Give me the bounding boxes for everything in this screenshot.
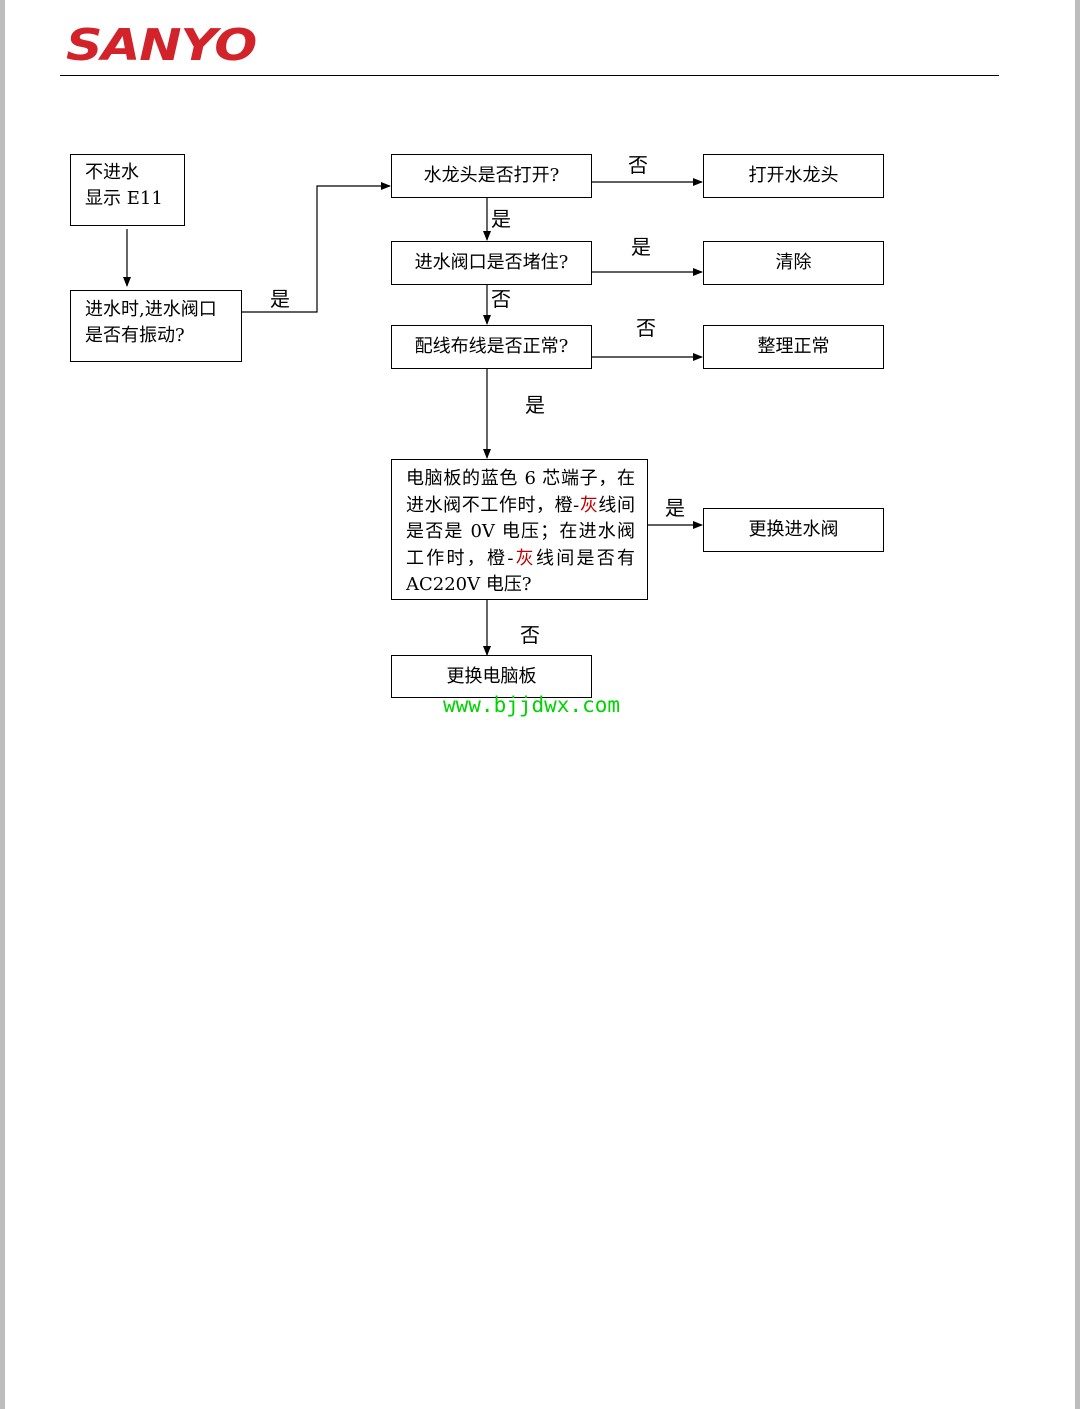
watermark-url: www.bjjdwx.com xyxy=(443,693,621,717)
board-question-gray-2: 灰 xyxy=(513,547,536,569)
label-board-yes: 是 xyxy=(665,496,685,520)
wiring-question-text: 配线布线是否正常? xyxy=(414,336,569,357)
wiring-question-box: 配线布线是否正常? xyxy=(391,325,592,369)
fix-wiring-box: 整理正常 xyxy=(703,325,884,369)
tap-question-text: 水龙头是否打开? xyxy=(423,165,560,186)
open-tap-box: 打开水龙头 xyxy=(703,154,884,198)
clear-text: 清除 xyxy=(775,252,812,273)
valve-question-box: 进水阀口是否堵住? xyxy=(391,241,592,285)
board-question-part1: 电脑板的蓝色 6 芯端子，在进水阀不工作时，橙- xyxy=(406,468,635,516)
board-question-part2: 线间是否是 0V 电压；在进水阀工作时，橙- xyxy=(406,494,635,569)
label-vibrate-yes: 是 xyxy=(270,287,290,311)
replace-board-text: 更换电脑板 xyxy=(446,665,537,687)
label-valve-no: 否 xyxy=(491,287,511,311)
open-tap-text: 打开水龙头 xyxy=(748,165,839,186)
label-tap-no: 否 xyxy=(628,153,648,177)
board-question-box: 电脑板的蓝色 6 芯端子，在进水阀不工作时，橙-灰线间是否是 0V 电压；在进水… xyxy=(391,459,648,600)
fix-wiring-text: 整理正常 xyxy=(757,336,830,357)
label-wiring-no: 否 xyxy=(636,316,656,340)
board-question-part3: 线间是否有 AC220V 电压? xyxy=(406,547,635,596)
label-board-no: 否 xyxy=(520,623,540,647)
arrow-vibrate-to-tap xyxy=(241,182,391,313)
header-rule xyxy=(60,75,999,76)
clear-box: 清除 xyxy=(703,241,884,285)
sanyo-logo: SANYO xyxy=(66,20,257,71)
page-frame-left xyxy=(0,0,5,1409)
label-wiring-yes: 是 xyxy=(525,393,545,417)
start-text: 不进水 显示 E11 xyxy=(85,162,163,209)
vibrate-question-box: 进水时,进水阀口 是否有振动? xyxy=(70,290,242,362)
start-box: 不进水 显示 E11 xyxy=(70,154,185,226)
replace-board-box: 更换电脑板 xyxy=(391,655,592,698)
replace-valve-text: 更换进水阀 xyxy=(748,519,839,540)
vibrate-question-text: 进水时,进水阀口 是否有振动? xyxy=(85,299,217,346)
valve-question-text: 进水阀口是否堵住? xyxy=(414,252,569,273)
replace-valve-box: 更换进水阀 xyxy=(703,508,884,552)
board-question-gray-1: 灰 xyxy=(579,494,599,516)
label-valve-yes: 是 xyxy=(631,235,651,259)
page-frame-right xyxy=(1075,0,1080,1409)
tap-question-box: 水龙头是否打开? xyxy=(391,154,592,198)
label-tap-yes: 是 xyxy=(491,207,511,231)
